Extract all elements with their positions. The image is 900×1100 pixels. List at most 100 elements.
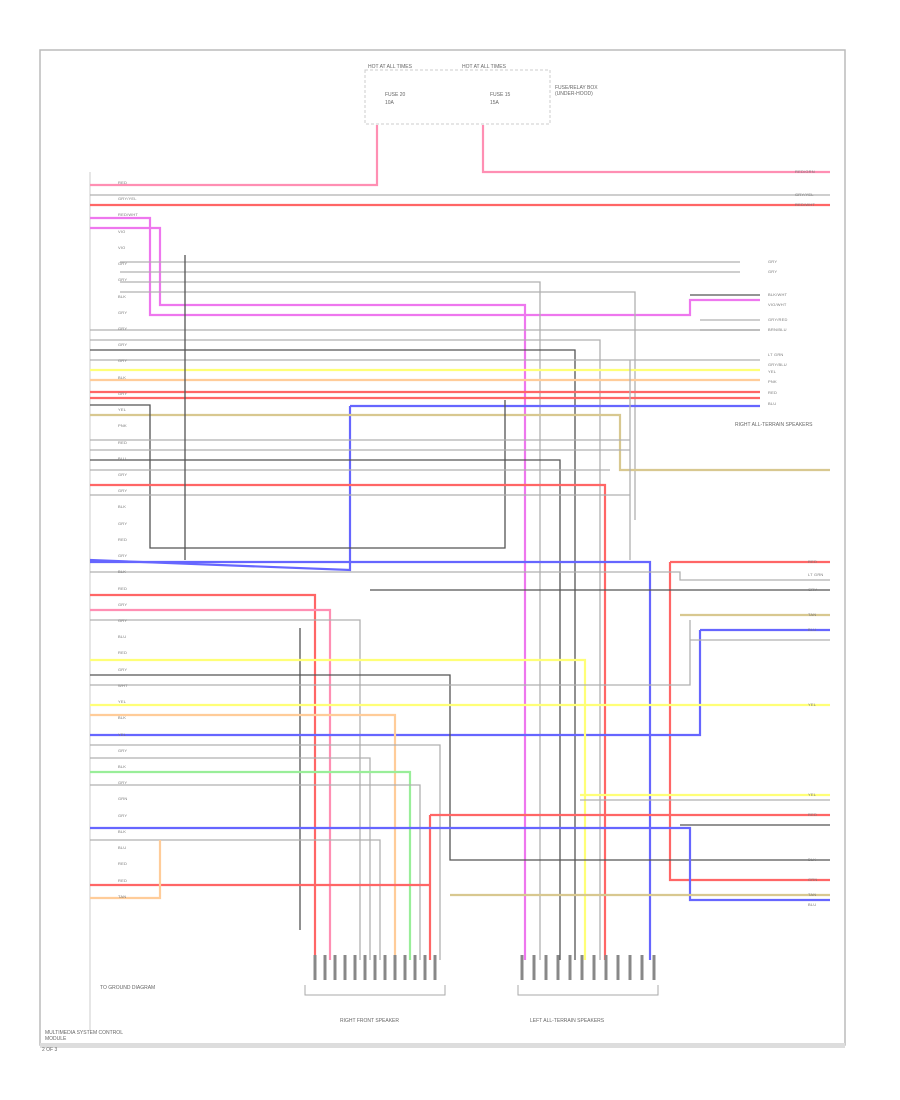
wire-label: GRY — [118, 390, 128, 396]
wire-label: GRY — [118, 780, 128, 786]
wire-label: GRY — [118, 618, 128, 623]
connector-pin — [313, 955, 317, 980]
connector-pin — [433, 955, 437, 980]
wire-label: GRY — [768, 269, 778, 274]
wire-blue — [89, 406, 352, 572]
wire-label: BLK — [118, 569, 127, 575]
wire-label: RED — [118, 439, 128, 445]
wire-label: VIO/WHT — [768, 302, 787, 307]
wire-green — [90, 770, 412, 960]
wire-gray — [90, 744, 441, 960]
bottom-right-label: LEFT ALL-TERRAIN SPEAKERS — [530, 1018, 605, 1024]
wire-label: GRY — [118, 309, 128, 315]
wire-label: GRY — [118, 342, 128, 348]
wire-label: BLK — [118, 293, 127, 299]
wire-label: BRN/BLU — [768, 327, 787, 332]
wire-dark — [90, 400, 506, 549]
wire-label: RED/WHT — [118, 212, 139, 218]
wire-label: GRY — [118, 488, 128, 494]
wire-label: RED — [118, 861, 128, 867]
wire-label: RED — [118, 650, 128, 656]
wire-label: YEL — [808, 702, 817, 707]
wire-gray — [90, 784, 421, 960]
wire-label: GRY — [118, 553, 128, 559]
wire-label: YEL — [118, 731, 127, 737]
wire-label: BLK — [118, 374, 127, 380]
connector-pin — [383, 955, 387, 980]
connector-pin — [353, 955, 357, 980]
connector-pin — [423, 955, 427, 980]
connector-pin — [568, 955, 572, 980]
wire-label: GRY — [118, 358, 128, 364]
wire-label: GRY — [118, 261, 128, 267]
wire-orange — [90, 840, 162, 900]
wire-orange — [90, 713, 397, 960]
wire-pink — [90, 608, 332, 960]
wire-pink — [90, 125, 379, 187]
connector-pin — [333, 955, 337, 980]
fuse-2-rating: 15A — [490, 100, 499, 106]
wire-label: RED/GRN — [795, 169, 815, 174]
wire-label: PNK — [768, 379, 777, 384]
wire-gray — [90, 619, 361, 960]
bottom-connector-pins — [313, 955, 656, 980]
wire-label: GRY/YEL — [118, 196, 137, 202]
wire-gray — [90, 839, 381, 960]
wire-label: GRY — [118, 812, 128, 818]
right-middle-label: RIGHT ALL-TERRAIN SPEAKERS — [735, 422, 813, 428]
wire-magenta — [90, 216, 760, 317]
connector-pin — [520, 955, 524, 980]
wire-label: GRY/BLU — [768, 362, 787, 367]
fuse-1-label: FUSE 20 — [385, 92, 406, 98]
wire-label: LT GRN — [808, 572, 824, 577]
wire-gray — [90, 339, 601, 960]
wire-label: GRY — [118, 326, 128, 331]
connector-pin — [544, 955, 548, 980]
fuse-1-rating: 10A — [385, 100, 394, 106]
wire-label: GRY — [768, 259, 778, 264]
wire-gray — [90, 620, 691, 686]
fuse-2-note: FUSE/RELAY BOX (UNDER-HOOD) — [555, 85, 598, 97]
left-module-label: MULTIMEDIA SYSTEM CONTROL MODULE — [45, 1030, 123, 1042]
wire-blue — [90, 630, 702, 737]
connector-pin — [604, 955, 608, 980]
bottom-right-connector-bracket — [517, 985, 659, 996]
wire-label: TAN — [808, 892, 817, 897]
fuse-1-header: HOT AT ALL TIMES — [368, 64, 412, 70]
wire-label: WHT — [118, 682, 128, 688]
wire-red — [668, 562, 830, 882]
wire-pink — [481, 125, 830, 174]
wire-label: BLK — [808, 857, 817, 862]
connector-pin — [556, 955, 560, 980]
wire-red — [90, 483, 607, 960]
wire-dark — [90, 459, 561, 960]
wire-dark — [90, 674, 830, 861]
wire-label: PNK — [118, 423, 127, 429]
wire-label: GRY — [118, 747, 128, 753]
wire-label: BLU — [118, 634, 127, 640]
connector-pin — [413, 955, 417, 980]
wire-label: RED — [768, 390, 778, 395]
wire-label: TAN — [118, 893, 127, 899]
wire-magenta — [90, 226, 527, 960]
wire-label: RED — [808, 812, 818, 817]
wire-label: YEL — [118, 699, 127, 705]
wire-blue — [90, 826, 830, 902]
wire-label: VIO — [118, 244, 126, 250]
wire-label: GRY/YEL — [795, 192, 814, 197]
connector-pin — [616, 955, 620, 980]
wire-label: RED — [118, 180, 128, 185]
wire-label: TAN — [808, 612, 817, 617]
wire-label: GRY — [118, 520, 128, 526]
wire-label: BLU — [118, 845, 127, 851]
wires-group — [89, 125, 830, 960]
wire-label: BLK — [118, 764, 127, 769]
connector-pin — [403, 955, 407, 980]
connector-pin — [363, 955, 367, 980]
wire-label: GRN — [808, 877, 818, 882]
wire-label: BLU — [768, 401, 777, 406]
wire-label: GRY/RED — [768, 317, 788, 322]
wire-label: RED — [118, 877, 128, 883]
ground-note: TO GROUND DIAGRAM — [100, 985, 156, 991]
fuse-box-outline — [364, 69, 551, 125]
